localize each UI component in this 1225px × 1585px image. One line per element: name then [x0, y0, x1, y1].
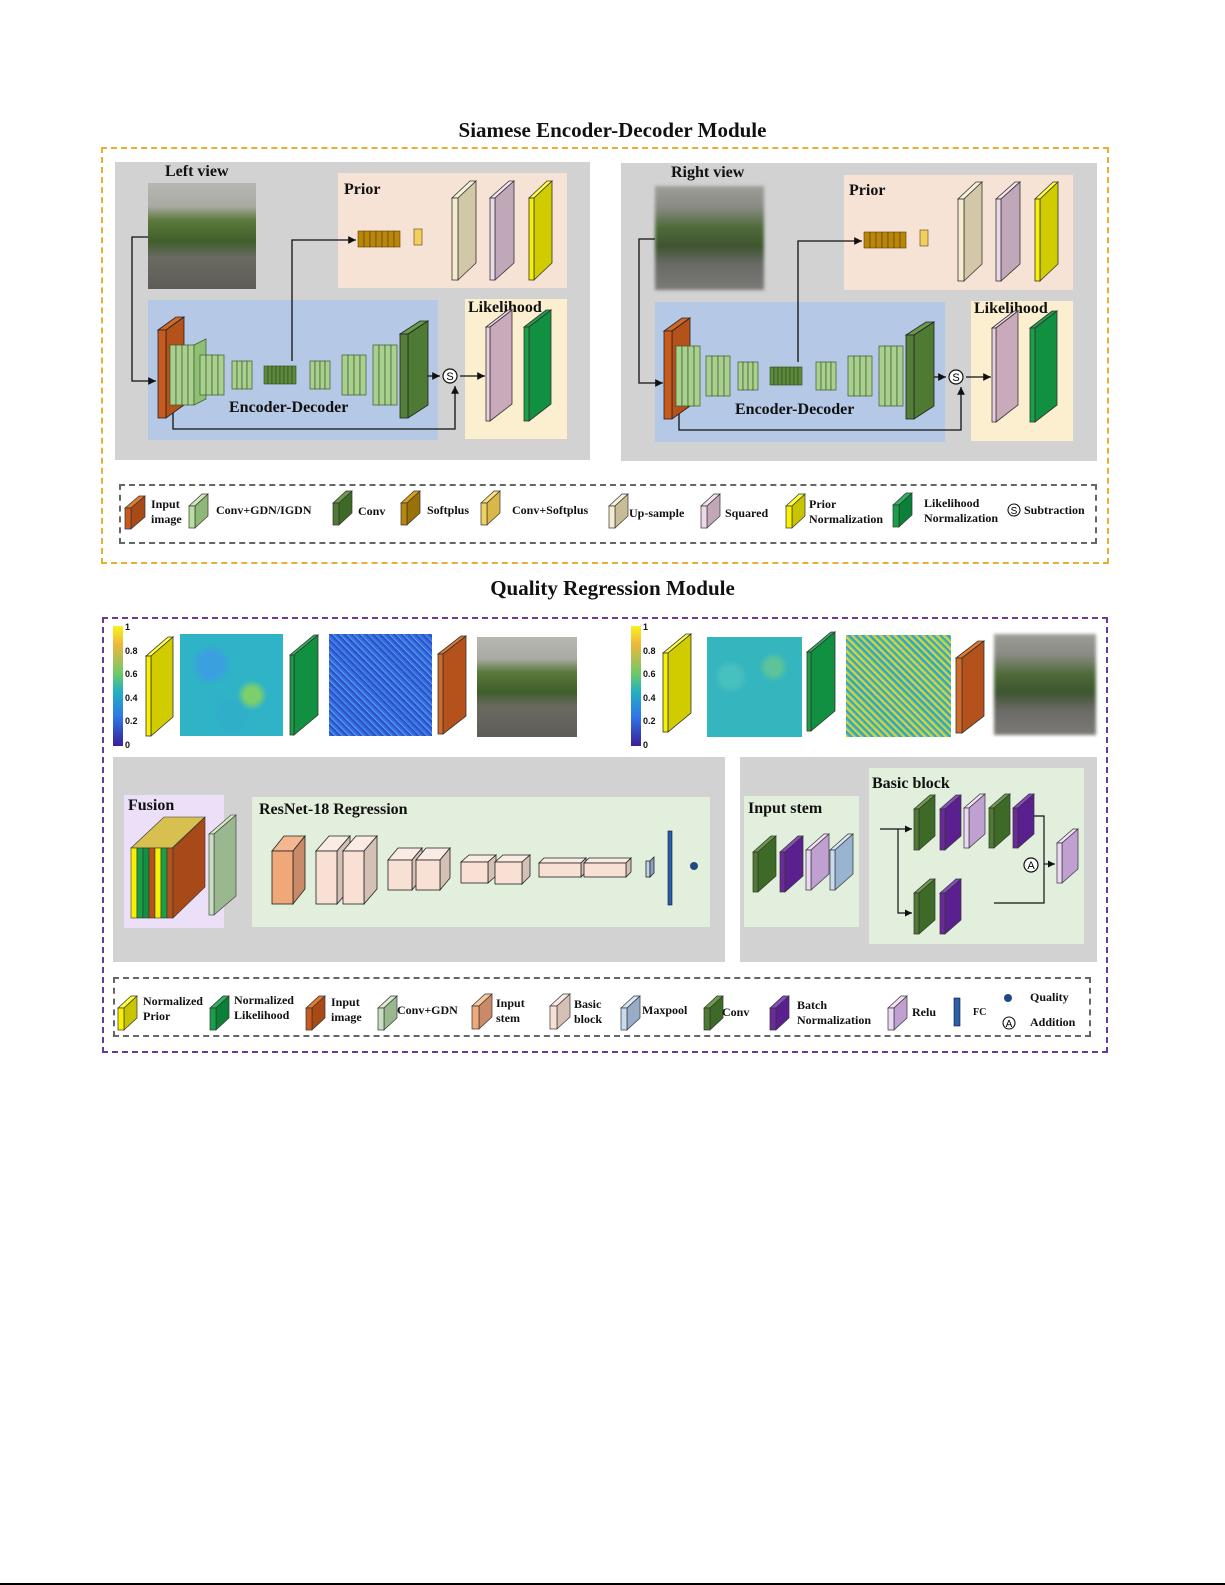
colorbar-tick: 0	[125, 740, 131, 750]
left-view-image	[148, 183, 256, 289]
colorbar-tick: 0.8	[125, 646, 138, 656]
colorbar-tick: 0	[643, 740, 649, 750]
legend-conv-gdn: Conv+GDN	[397, 1003, 458, 1017]
basic-block-label: Basic block	[872, 775, 950, 792]
legend-maxpool: Maxpool	[642, 1003, 688, 1017]
svg-text:S: S	[1011, 506, 1018, 517]
addition-symbol: A	[1027, 860, 1035, 872]
left-prior-heatmap	[180, 634, 283, 736]
left-likelihood-heatmap	[329, 634, 432, 736]
right-likelihood-label: Likelihood	[974, 300, 1048, 317]
siamese-module-frame	[101, 147, 1109, 564]
right-view-label: Right view	[671, 164, 745, 181]
legend-relu: Relu	[912, 1005, 936, 1019]
right-likelihood-heatmap	[846, 635, 951, 737]
legend-conv: Conv	[358, 504, 386, 518]
legend-prior-normalization: Prior Normalization	[809, 497, 883, 526]
right-colorbar	[631, 626, 641, 746]
right-prior-label: Prior	[849, 182, 886, 199]
colorbar-tick: 0.6	[125, 669, 138, 679]
right-encoder-decoder-label: Encoder-Decoder	[735, 401, 855, 418]
left-colorbar	[113, 626, 123, 746]
legend-addition: Addition	[1030, 1015, 1076, 1029]
legend-likelihood-normalization: Likelihood Normalization	[924, 496, 998, 525]
right-prior-heatmap	[707, 637, 802, 737]
colorbar-tick: 1	[125, 622, 131, 632]
legend-fc: FC	[973, 1007, 987, 1018]
legend-conv-gdn-igdn: Conv+GDN/IGDN	[216, 503, 312, 517]
input-stem-label: Input stem	[748, 800, 823, 817]
legend-normalized-likelihood: Normalized Likelihood	[234, 993, 294, 1022]
quality-legend-frame	[113, 977, 1091, 1037]
quality-module-title: Quality Regression Module	[490, 576, 735, 600]
colorbar-tick: 0.8	[643, 646, 656, 656]
left-encoder-decoder-label: Encoder-Decoder	[229, 399, 349, 416]
left-subtraction-symbol: S	[446, 371, 453, 383]
colorbar-tick: 0.2	[125, 716, 138, 726]
legend-quality: Quality	[1030, 990, 1069, 1004]
left-likelihood-label: Likelihood	[468, 299, 542, 316]
right-view-image	[655, 186, 764, 290]
right-input-image	[994, 634, 1096, 735]
legend-batch-normalization: Batch Normalization	[797, 998, 871, 1027]
page-bottom-rule	[0, 1583, 1225, 1585]
legend-input-image-q: Input image	[331, 995, 362, 1024]
legend-softplus: Softplus	[427, 503, 470, 517]
colorbar-tick: 0.2	[643, 716, 656, 726]
siamese-legend-frame	[119, 484, 1097, 544]
colorbar-tick: 0.6	[643, 669, 656, 679]
legend-basic-block: Basic block	[574, 997, 603, 1026]
fusion-label: Fusion	[128, 797, 175, 814]
legend-input-stem: Input stem	[496, 996, 525, 1025]
quality-output-dot	[690, 862, 698, 870]
siamese-module-title: Siamese Encoder-Decoder Module	[458, 118, 767, 142]
colorbar-tick: 0.4	[125, 693, 138, 703]
legend-subtraction: Subtraction	[1024, 503, 1085, 517]
svg-text:A: A	[1006, 1019, 1013, 1030]
left-prior-label: Prior	[344, 181, 381, 198]
quality-module-frame	[102, 617, 1108, 1053]
legend-up-sample: Up-sample	[629, 506, 685, 520]
fc-layer	[667, 830, 673, 906]
legend-squared: Squared	[725, 506, 769, 520]
legend-conv-softplus: Conv+Softplus	[512, 503, 589, 517]
legend-input-image: Input image	[151, 497, 182, 526]
resnet-label: ResNet-18 Regression	[259, 801, 408, 818]
colorbar-tick: 0.4	[643, 693, 656, 703]
colorbar-tick: 1	[643, 622, 649, 632]
legend-conv-q: Conv	[722, 1005, 750, 1019]
left-input-image	[477, 637, 577, 737]
legend-normalized-prior: Normalized Prior	[143, 994, 203, 1023]
right-subtraction-symbol: S	[952, 372, 959, 384]
left-view-label: Left view	[165, 163, 229, 180]
